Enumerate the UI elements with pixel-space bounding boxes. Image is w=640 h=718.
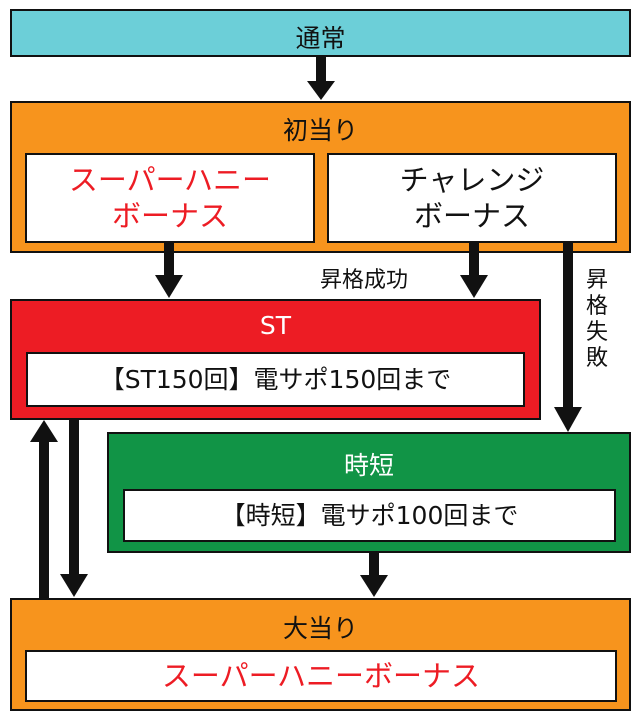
arrow-challenge-fail-to-jitan bbox=[554, 241, 582, 432]
jitan-detail-box: 【時短】電サポ100回まで bbox=[123, 489, 616, 542]
arrow-jitan-to-big-hit bbox=[360, 553, 388, 597]
first-hit-title: 初当り bbox=[282, 116, 358, 145]
arrow-normal-to-first-hit bbox=[307, 57, 335, 100]
promotion-fail-label: 昇格失敗 bbox=[585, 268, 608, 371]
st-box: ST 【ST150回】電サポ150回まで bbox=[10, 299, 541, 420]
arrow-super-honey-to-st bbox=[155, 241, 183, 298]
arrow-challenge-success-to-st bbox=[460, 241, 488, 298]
arrow-big-hit-to-st bbox=[30, 420, 58, 598]
first-hit-box: 初当り スーパーハニー ボーナス チャレンジ ボーナス bbox=[10, 101, 631, 253]
super-honey-bonus-box: スーパーハニー ボーナス bbox=[25, 153, 315, 243]
big-hit-detail-text: スーパーハニーボーナス bbox=[161, 658, 481, 693]
super-honey-bonus-line2: ボーナス bbox=[111, 199, 228, 233]
super-honey-bonus-line1: スーパーハニー bbox=[68, 162, 272, 197]
challenge-bonus-box: チャレンジ ボーナス bbox=[327, 153, 617, 243]
st-title: ST bbox=[259, 311, 292, 340]
jitan-title: 時短 bbox=[343, 451, 394, 480]
st-detail-text: 【ST150回】電サポ150回まで bbox=[99, 364, 452, 394]
st-detail-box: 【ST150回】電サポ150回まで bbox=[26, 352, 525, 407]
jitan-detail-text: 【時短】電サポ100回まで bbox=[220, 500, 519, 530]
arrow-st-to-big-hit bbox=[60, 420, 88, 597]
challenge-bonus-line1: チャレンジ bbox=[399, 162, 545, 197]
challenge-bonus-line2: ボーナス bbox=[413, 199, 530, 233]
promotion-success-label: 昇格成功 bbox=[320, 268, 409, 293]
big-hit-title: 大当り bbox=[282, 614, 358, 643]
big-hit-detail-box: スーパーハニーボーナス bbox=[25, 650, 617, 702]
jitan-box: 時短 【時短】電サポ100回まで bbox=[107, 432, 631, 553]
normal-state-title: 通常 bbox=[295, 24, 346, 53]
big-hit-box: 大当り スーパーハニーボーナス bbox=[10, 598, 631, 711]
normal-state-box: 通常 bbox=[10, 9, 631, 57]
